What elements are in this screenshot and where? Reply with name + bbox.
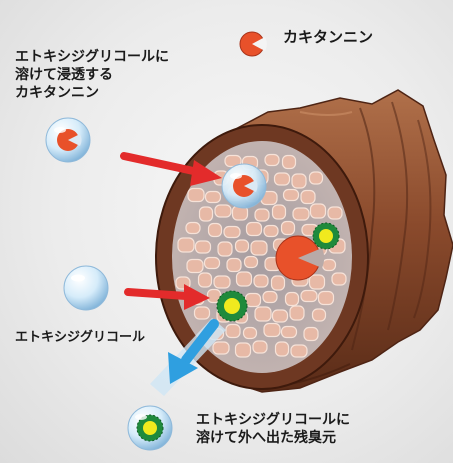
fiber-cell: [236, 240, 249, 252]
dissolved-tannin-label-line: カキタンニン: [15, 84, 169, 102]
tannin-bubble-icon: [46, 118, 90, 162]
fiber-cell: [205, 258, 220, 269]
odor-particle-icon: [313, 223, 339, 249]
fiber-cell: [214, 276, 230, 288]
fiber-cell: [313, 309, 326, 321]
fiber-cell: [255, 307, 271, 321]
odor-particle-in-bubble-icon: [217, 291, 247, 321]
fiber-cell: [304, 328, 318, 341]
fiber-cell: [284, 190, 299, 201]
fiber-cell: [196, 241, 211, 253]
fiber-cell: [254, 275, 268, 287]
fiber-cell: [310, 172, 323, 184]
fiber-cell: [286, 293, 299, 306]
fiber-cell: [195, 307, 210, 319]
fiber-cell: [311, 204, 326, 218]
fiber-cell: [236, 343, 251, 357]
fiber-cell: [283, 156, 296, 169]
exited-odor-label: エトキシジグリコールに 溶けて外へ出た残臭元: [196, 411, 350, 447]
glycol-bubble-icon: [64, 266, 108, 310]
fiber-cell: [218, 242, 232, 256]
fiber-cell: [213, 342, 229, 354]
fiber-cell: [293, 208, 309, 220]
penetrating-tannin-bubble: [222, 164, 266, 208]
fiber-cell: [272, 276, 285, 290]
fiber-cell: [264, 324, 280, 337]
fiber-cell: [275, 173, 290, 185]
fiber-cell: [178, 238, 194, 252]
fiber-cell: [215, 205, 231, 217]
fiber-cell: [301, 291, 317, 302]
fiber-cell: [188, 189, 204, 202]
fiber-cell: [276, 342, 289, 356]
dissolved-tannin-label: エトキシジグリコールに 溶けて浸透する カキタンニン: [15, 48, 169, 103]
fiber-cell: [332, 273, 346, 285]
fiber-cell: [244, 328, 257, 339]
fiber-cell: [247, 223, 262, 236]
fiber-cell: [323, 260, 336, 271]
fiber-cell: [310, 275, 325, 289]
fiber-cell: [292, 174, 306, 188]
exited-odor-label-line: エトキシジグリコールに: [196, 411, 350, 429]
dissolved-tannin-label-line: 溶けて浸透する: [15, 66, 169, 84]
fiber-cell: [251, 241, 267, 255]
fiber-cell: [265, 155, 279, 166]
fiber-cell: [206, 192, 221, 203]
tannin-legend-icon: [240, 32, 267, 56]
fiber-cell: [199, 273, 212, 287]
fiber-cell: [273, 205, 286, 219]
fiber-cell: [209, 224, 222, 237]
fiber-cell: [319, 292, 334, 305]
exited-odor-bubble-icon: [128, 406, 172, 450]
fiber-cell: [187, 260, 203, 273]
fiber-cell: [246, 294, 261, 307]
fiber-cell: [291, 345, 307, 357]
fiber-cell: [263, 292, 277, 303]
fiber-cell: [282, 327, 297, 338]
fiber-cell: [227, 259, 241, 272]
fiber-cell: [290, 306, 304, 320]
fiber-cell: [186, 223, 200, 234]
fiber-cell: [264, 226, 278, 237]
fiber-cell: [301, 191, 315, 204]
fiber-cell: [237, 272, 252, 286]
fiber-cell: [282, 222, 295, 235]
dissolved-tannin-label-line: エトキシジグリコールに: [15, 48, 169, 66]
fiber-cell: [273, 310, 288, 322]
fiber-cell: [200, 207, 213, 221]
exited-odor-label-line: 溶けて外へ出た残臭元: [196, 429, 350, 447]
fiber-cell: [255, 209, 269, 221]
glycol-label: エトキシジグリコール: [15, 330, 145, 347]
fiber-cell: [328, 207, 342, 219]
fiber-cell: [245, 257, 258, 268]
fiber-cell: [224, 227, 240, 238]
tannin-label: カキタンニン: [283, 28, 373, 48]
fiber-cell: [226, 325, 240, 338]
fiber-cell: [253, 341, 267, 353]
